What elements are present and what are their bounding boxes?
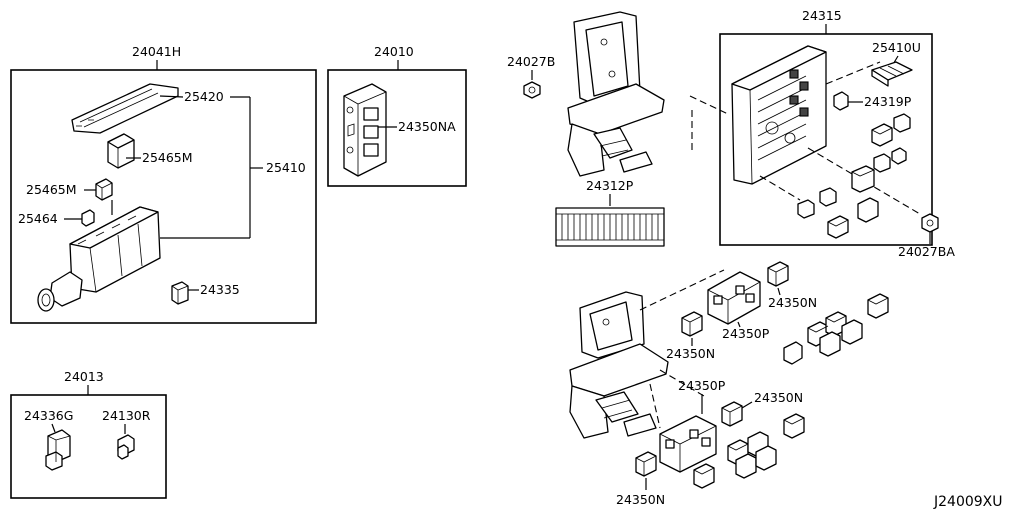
label-24350NA[interactable]: 24350NA (398, 119, 456, 134)
label-24350P-b[interactable]: 24350P (678, 378, 726, 393)
fuse-strip-24312P (555, 207, 665, 247)
label-25410U[interactable]: 25410U (872, 40, 921, 55)
label-25410[interactable]: 25410 (266, 160, 306, 175)
label-25465M-a[interactable]: 25465M (142, 150, 193, 165)
fuse-holder-25410U (871, 61, 913, 87)
label-25420[interactable]: 25420 (184, 89, 224, 104)
label-24350N-c[interactable]: 24350N (754, 390, 803, 405)
label-24130R[interactable]: 24130R (102, 408, 151, 423)
relay-set-24315 (797, 113, 911, 239)
label-24350P-a[interactable]: 24350P (722, 326, 770, 341)
nut-24027BA (921, 213, 939, 233)
connector-24336G (45, 429, 71, 471)
fuse-25464 (81, 209, 95, 227)
relay-24350N-c (721, 401, 743, 427)
relay-block-24350P-upper (707, 271, 761, 325)
bracket-lower (569, 291, 669, 439)
nut-24027B (523, 81, 541, 99)
relay-25465M-upper (107, 133, 135, 169)
relay-24350N-d (635, 451, 657, 477)
fuse-cover-part (71, 83, 179, 134)
label-24319P[interactable]: 24319P (864, 94, 912, 109)
label-24336G[interactable]: 24336G (24, 408, 73, 423)
relay-block-24350NA (343, 83, 387, 177)
label-24350N-b[interactable]: 24350N (666, 346, 715, 361)
relay-cluster-bottom (693, 413, 805, 489)
label-24041H[interactable]: 24041H (132, 44, 181, 59)
label-25464[interactable]: 25464 (18, 211, 58, 226)
group-box-24010 (327, 69, 467, 187)
relay-24350N-b (681, 311, 703, 337)
relay-24350N-a (767, 261, 789, 287)
relay-25465M-lower (95, 178, 113, 201)
fuse-block-body (37, 206, 161, 312)
clip-24335 (171, 281, 189, 305)
group-box-24041H (10, 69, 317, 324)
relay-cluster-right (783, 293, 889, 365)
diagram-code: J24009XU (933, 494, 1003, 510)
label-24027BA[interactable]: 24027BA (898, 244, 955, 259)
label-24027B[interactable]: 24027B (507, 54, 555, 69)
fuse-24319P (833, 91, 849, 111)
label-24350N-d[interactable]: 24350N (616, 492, 665, 507)
label-24010[interactable]: 24010 (374, 44, 414, 59)
label-25465M-b[interactable]: 25465M (26, 182, 77, 197)
label-24312P[interactable]: 24312P (586, 178, 634, 193)
label-24350N-a[interactable]: 24350N (768, 295, 817, 310)
connector-24130R (117, 434, 135, 460)
label-24013[interactable]: 24013 (64, 369, 104, 384)
label-24335[interactable]: 24335 (200, 282, 240, 297)
label-24315[interactable]: 24315 (802, 8, 842, 23)
relay-block-24350P-lower (659, 415, 717, 473)
junction-box-24315 (731, 45, 827, 185)
bracket-upper (567, 11, 665, 177)
